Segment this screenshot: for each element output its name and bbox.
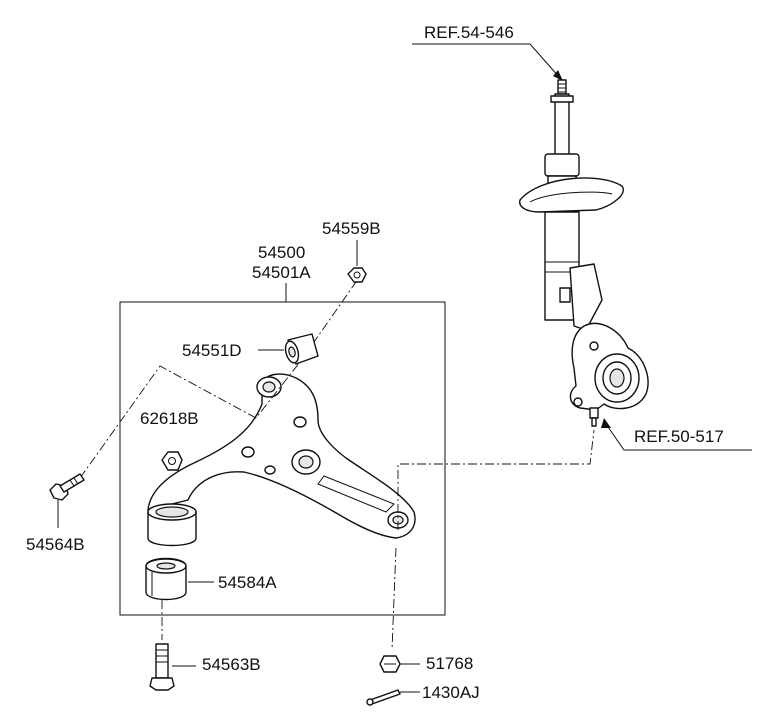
- small-nut-part: 62618B: [140, 409, 199, 471]
- strut-ref-label: REF.54-546: [424, 23, 514, 42]
- rear-bolt-part: 54563B: [149, 643, 261, 691]
- rear-bushing-part: 54584A: [145, 557, 277, 601]
- ball-joint-nut-axis: [391, 547, 397, 651]
- strut-ref-leader: [412, 43, 561, 79]
- lower-arm-part-number: 54500: [258, 243, 305, 262]
- ball-joint-axis: [397, 429, 595, 530]
- bushing-nut-part: 54559B: [322, 219, 381, 283]
- ball-joint-nut-label: 51768: [426, 654, 473, 673]
- front-bushing-label: 54551D: [182, 341, 242, 360]
- split-pin-label: 1430AJ: [422, 683, 480, 702]
- small-nut-label: 62618B: [140, 409, 199, 428]
- front-bolt-axis: [79, 281, 357, 479]
- lower-arm-frame: 54500 54501A: [119, 243, 446, 616]
- front-bolt-label: 54564B: [26, 535, 85, 554]
- split-pin-part: 1430AJ: [366, 683, 480, 706]
- bushing-nut-label: 54559B: [322, 219, 381, 238]
- lower-arm: [147, 373, 416, 547]
- strut-assembly: REF.54-546 REF.50-517: [412, 23, 752, 451]
- front-bolt-part: 54564B: [26, 473, 85, 554]
- knuckle-ref-leader: [605, 423, 752, 451]
- rear-bolt-label: 54563B: [202, 655, 261, 674]
- ball-joint-nut-part: 51768: [379, 654, 473, 673]
- rear-bushing-label: 54584A: [218, 573, 277, 592]
- front-bushing-part: 54551D: [182, 333, 319, 365]
- lower-arm-alt-part-number: 54501A: [252, 263, 311, 282]
- knuckle-ref-label: REF.50-517: [634, 427, 724, 446]
